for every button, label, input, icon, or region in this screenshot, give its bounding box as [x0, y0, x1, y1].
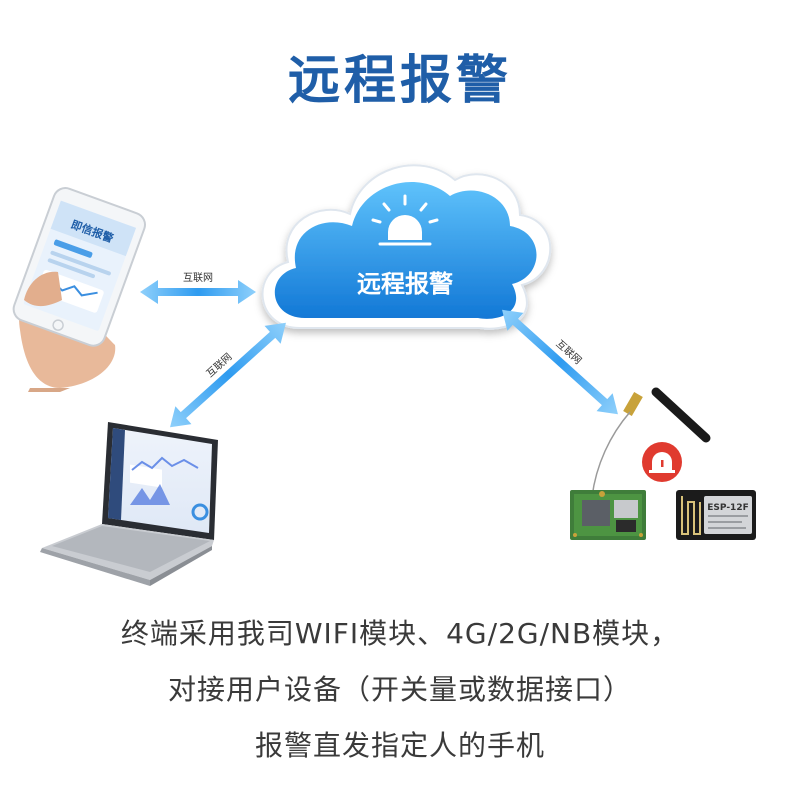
description-line-1: 终端采用我司WIFI模块、4G/2G/NB模块， [120, 617, 680, 650]
description-line-2: 对接用户设备（开关量或数据接口） [167, 673, 632, 706]
laptop [40, 422, 218, 586]
phone-in-hand: 即信报警 [12, 187, 146, 392]
arrow-laptop-cloud: 互联网 [170, 322, 286, 428]
gsm-module [570, 490, 646, 540]
page-title: 远程报警 [287, 51, 512, 111]
arrow-label-phone: 互联网 [183, 272, 213, 284]
cloud [261, 164, 552, 330]
description-line-3: 报警直发指定人的手机 [254, 729, 545, 762]
esp-wifi-module: ESP-12F [676, 490, 756, 540]
esp-label: ESP-12F [707, 503, 748, 513]
alarm-light-icon [371, 194, 439, 246]
arrow-phone-cloud: 互联网 [140, 272, 256, 304]
antenna [591, 387, 711, 498]
cloud-label: 远程报警 [357, 270, 453, 298]
alarm-badge-icon [642, 442, 682, 482]
arrow-cloud-modules: 互联网 [502, 309, 618, 415]
